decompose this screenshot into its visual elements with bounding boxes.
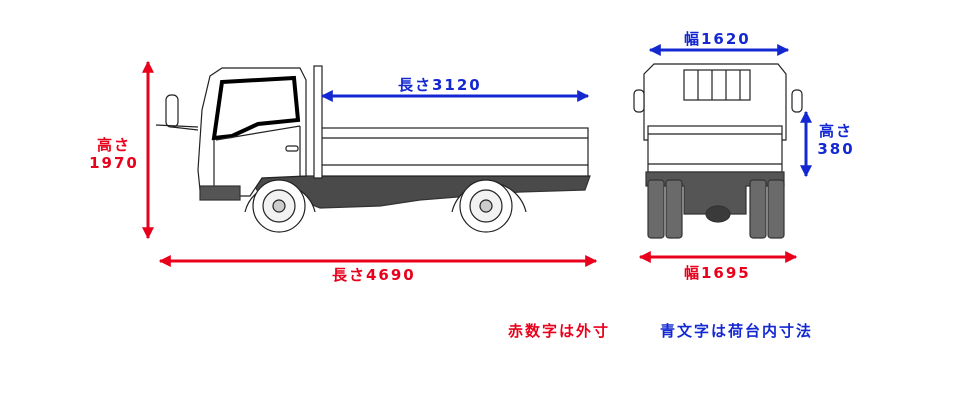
truck-side-view [155, 65, 591, 233]
rear-mirror-left [633, 89, 645, 113]
rear-cab-window [683, 69, 751, 101]
side-cab-window [211, 75, 301, 141]
side-rear-wheel [459, 179, 513, 233]
rear-bed-height-value: 380 [817, 140, 855, 158]
rear-mirror-right [791, 89, 803, 113]
rear-tire-right-outer [767, 179, 785, 239]
side-mirror [165, 94, 179, 128]
rear-bed-height-label-group: 高さ 380 [812, 122, 860, 158]
side-height-value: 1970 [89, 154, 139, 172]
legend-outer-note: 赤数字は外寸 [508, 322, 611, 340]
rear-bed-height-label: 高さ [818, 122, 853, 140]
truck-rear-view [633, 63, 803, 239]
rear-tire-left-inner [665, 179, 683, 239]
side-bumper [199, 185, 241, 201]
side-length-label: 長さ4690 [332, 266, 416, 284]
rear-tailgate [647, 125, 783, 173]
side-headboard [313, 65, 323, 179]
side-height-label-group: 高さ 1970 [86, 136, 142, 172]
rear-tire-right-inner [749, 179, 767, 239]
side-cargo-bed [317, 127, 589, 177]
rear-bed-width-label: 幅1620 [684, 30, 751, 48]
rear-width-label: 幅1695 [684, 264, 751, 282]
side-height-label: 高さ [96, 136, 131, 154]
side-bed-length-label: 長さ3120 [398, 76, 482, 94]
legend-inner-note: 青文字は荷台内寸法 [660, 322, 814, 340]
side-front-wheel [252, 179, 306, 233]
rear-tire-left-outer [647, 179, 665, 239]
